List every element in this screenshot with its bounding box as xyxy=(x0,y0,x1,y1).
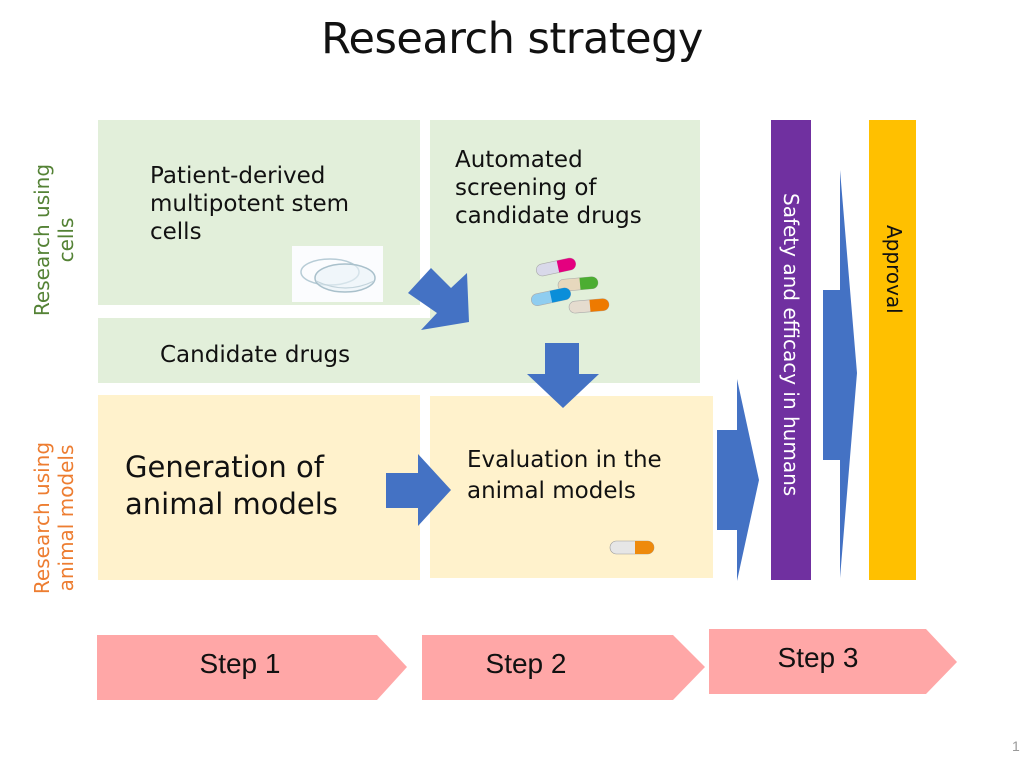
page-title: Research strategy xyxy=(321,14,703,64)
evaluation-box xyxy=(430,396,713,578)
candidate-drugs-text: Candidate drugs xyxy=(160,342,351,368)
screening-line3: candidate drugs xyxy=(455,203,642,229)
generation-line2: animal models xyxy=(125,487,338,521)
evaluation-line1: Evaluation in the xyxy=(467,447,662,473)
generation-text: Generation of animal models xyxy=(125,449,338,523)
screening-box xyxy=(430,120,700,383)
capsule-icon xyxy=(609,540,655,555)
stem-cells-line1: Patient-derived xyxy=(150,163,326,189)
diagonal-arrow-icon xyxy=(408,268,469,330)
generation-line1: Generation of xyxy=(125,450,324,484)
screening-line2: screening of xyxy=(455,175,597,201)
humans-bar xyxy=(771,120,811,580)
big-right-arrow-icon xyxy=(717,379,759,581)
step-3-label: Step 3 xyxy=(777,642,859,673)
page-number: 1 xyxy=(1012,738,1020,754)
step-1-shape xyxy=(97,635,407,700)
approval-arrow-icon xyxy=(823,170,857,578)
petri-dish-icon xyxy=(292,246,383,302)
evaluation-line2: animal models xyxy=(467,478,636,504)
screening-text: Automated screening of candidate drugs xyxy=(455,146,642,230)
right-arrow-icon xyxy=(386,454,451,526)
down-arrow-icon xyxy=(527,343,599,408)
stem-cells-line3: cells xyxy=(150,219,202,245)
capsules-icon xyxy=(530,257,610,314)
screening-line1: Automated xyxy=(455,147,583,173)
evaluation-text: Evaluation in the animal models xyxy=(467,445,662,507)
stem-cells-text: Patient-derived multipotent stem cells xyxy=(150,162,349,246)
step-3-shape xyxy=(709,629,957,694)
step-2-label: Step 2 xyxy=(485,648,567,679)
approval-bar xyxy=(869,120,916,580)
generation-box xyxy=(98,395,420,580)
stem-cells-line2: multipotent stem xyxy=(150,191,350,217)
step-1-label: Step 1 xyxy=(199,648,281,679)
step-2-shape xyxy=(422,635,705,700)
